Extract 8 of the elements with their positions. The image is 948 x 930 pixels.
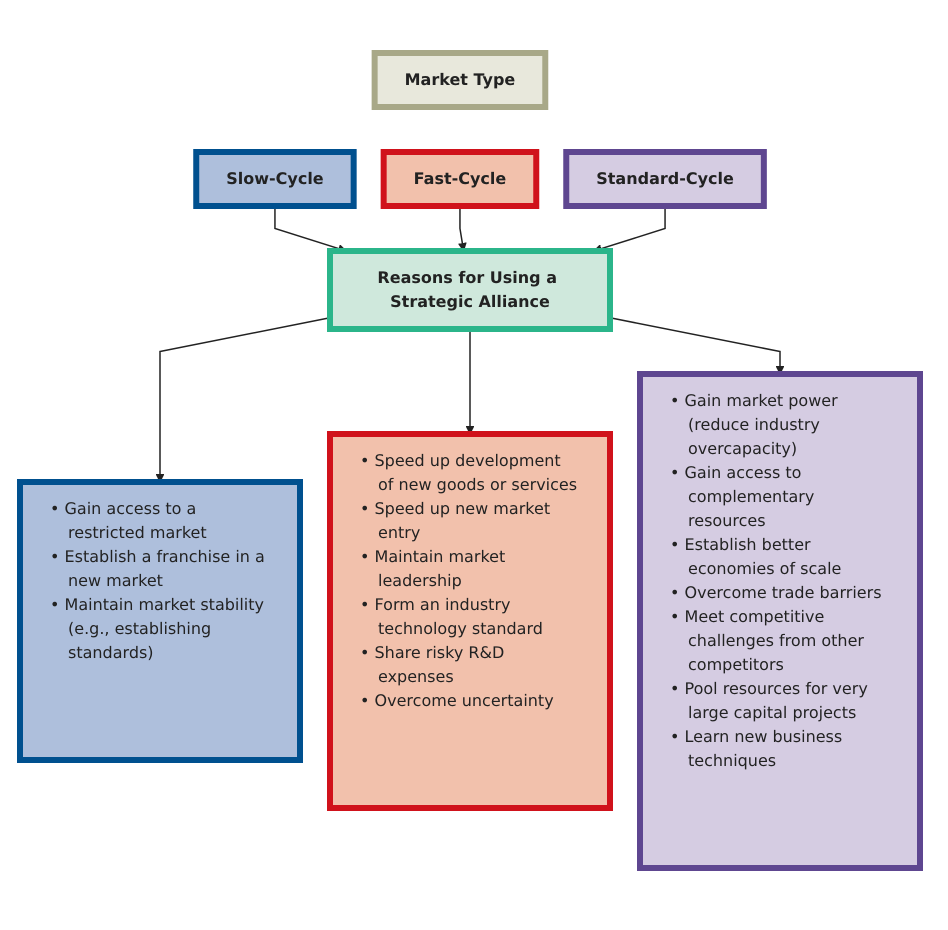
node-box: Slow-Cycle bbox=[193, 148, 357, 208]
node-box: • Gain market power (reduce industry overcapacity) • Gain access to complementary resources • Establish better economies of scale • Overcome trade barriers • Meet competitive challenges from other competitors • Pool resources for very large capital projects • Learn new business techniques bbox=[637, 370, 923, 870]
node-box: • Speed up development of new goods or services • Speed up new market entry • Maintain market leadership • Form an industry technology standard • Share risky R&D expenses • Overcome uncertainty bbox=[327, 430, 613, 810]
node-box: Market Type bbox=[372, 50, 548, 110]
node-box: Standard-Cycle bbox=[563, 148, 767, 208]
node-box: • Gain access to a restricted market • Establish a franchise in a new market • Maintain market stability (e.g., establishing standards) bbox=[17, 478, 303, 762]
node-box: Reasons for Using a Strategic Alliance bbox=[327, 248, 613, 332]
node-box: Fast-Cycle bbox=[380, 148, 540, 208]
